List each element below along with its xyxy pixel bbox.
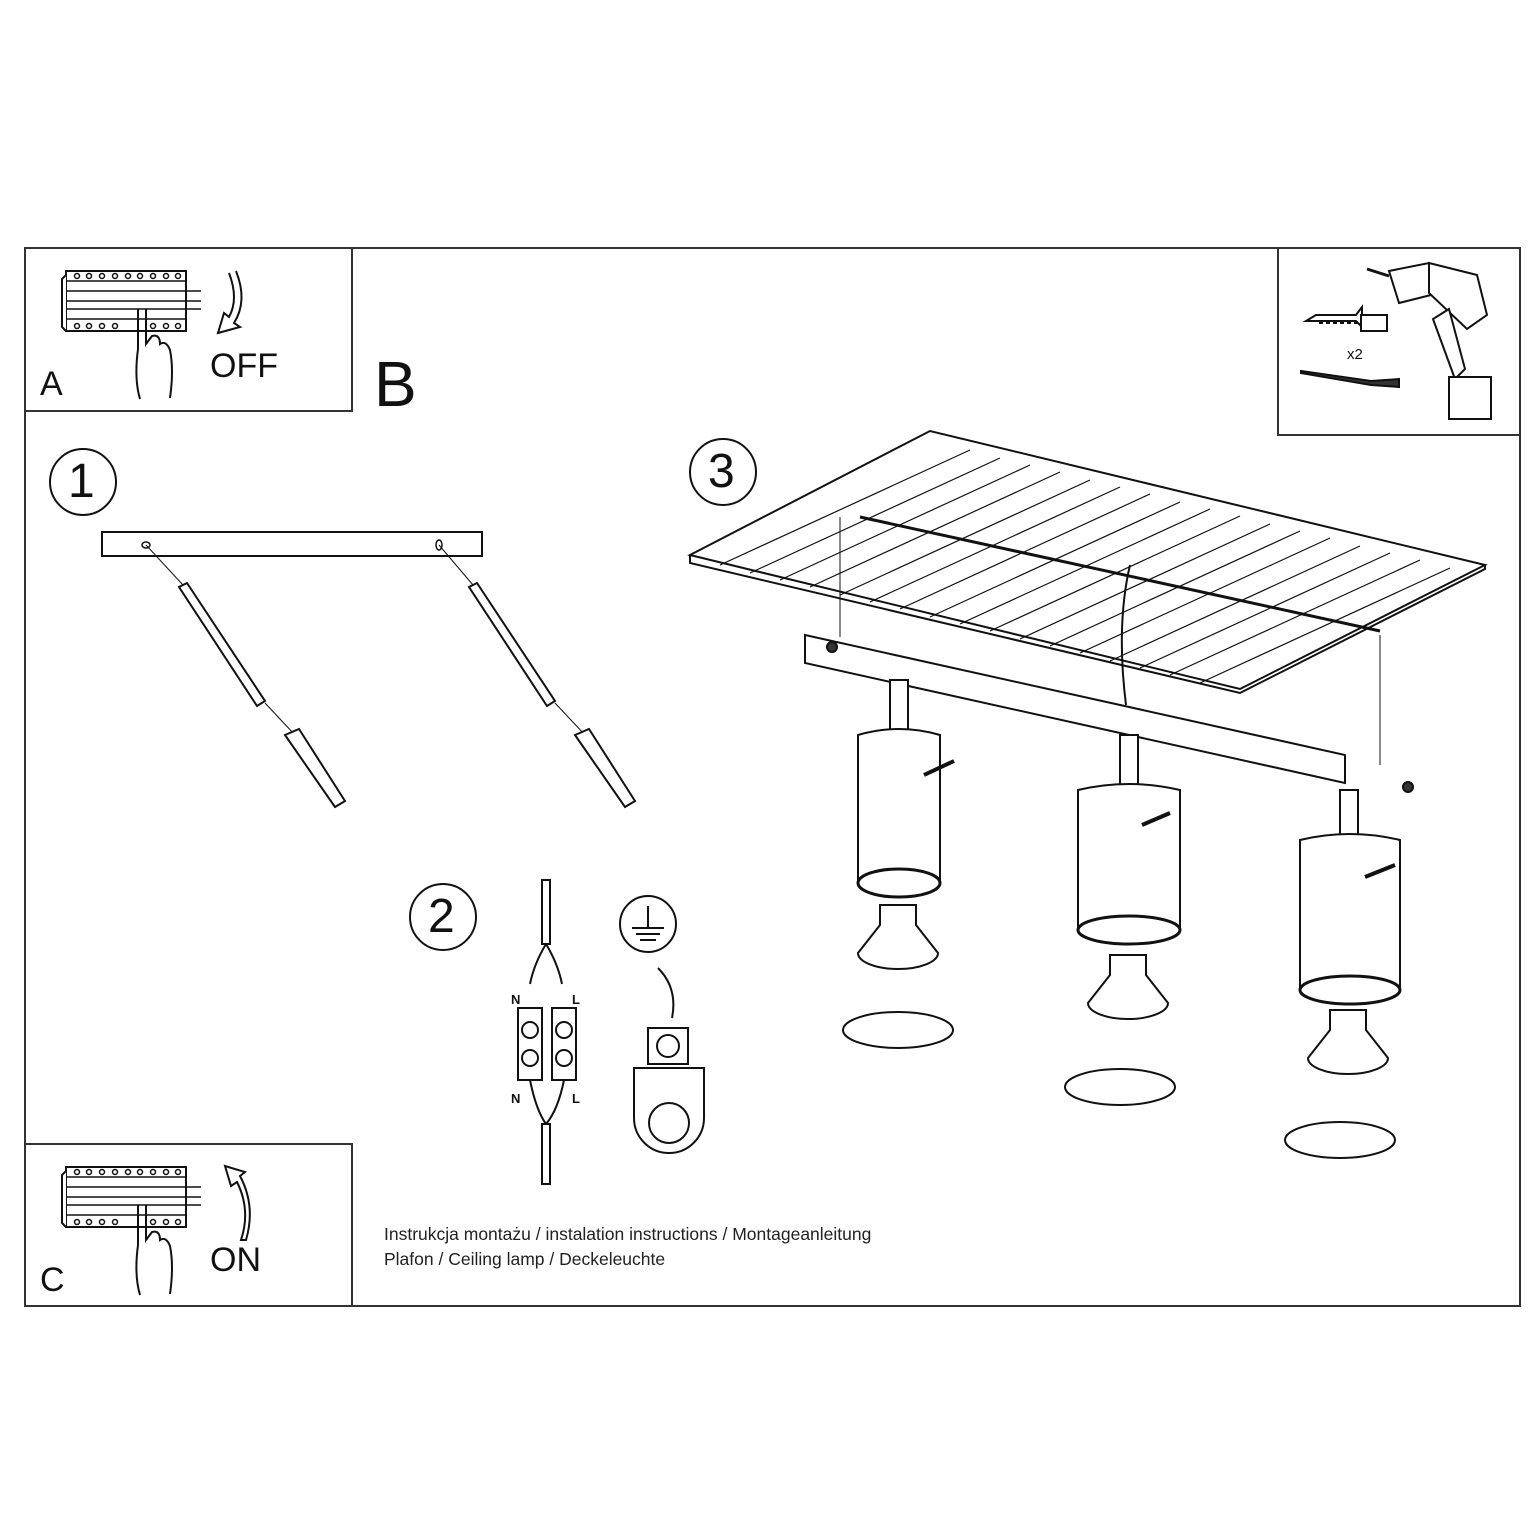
step-number-badge <box>409 883 477 951</box>
caption-line-1: Instrukcja montażu / instalation instruc… <box>384 1224 872 1244</box>
screw-icon <box>1300 369 1400 389</box>
instruction-sheet-frame <box>24 247 1521 1307</box>
tools-illustration <box>1300 261 1492 420</box>
step-1-number: 1 <box>68 455 95 508</box>
terminal-label-bottom-right: L <box>572 1091 580 1106</box>
step-number-badge <box>49 448 117 516</box>
panel-a-action: OFF <box>210 347 278 385</box>
drill-icon <box>1366 261 1492 420</box>
circuit-breaker-icon <box>61 1164 251 1296</box>
ceiling-lamp-illustration <box>687 429 1488 1159</box>
terminal-label-top-right: L <box>572 992 580 1007</box>
wiring-illustration <box>517 879 705 1185</box>
arrow-down-icon <box>216 270 243 335</box>
terminal-label-top-left: N <box>511 992 521 1007</box>
tools-panel: x2 <box>1277 247 1521 436</box>
bracket-screws-illustration <box>101 531 637 809</box>
circuit-breaker-icon <box>61 270 243 400</box>
instruction-caption: Instrukcja montażu / instalation instruc… <box>384 1222 871 1272</box>
wall-plug-icon <box>1302 304 1388 332</box>
caption-line-2: Plafon / Ceiling lamp / Deckeleuchte <box>384 1249 666 1269</box>
quantity-label: x2 <box>1347 346 1363 363</box>
panel-a-power-off: A OFF <box>24 247 353 412</box>
step-3-number: 3 <box>708 445 735 498</box>
step-number-badge <box>689 438 757 506</box>
panel-c-power-on: C ON <box>24 1143 353 1307</box>
panel-b-letter: B <box>374 348 417 420</box>
panel-c-letter: C <box>40 1261 65 1299</box>
panel-c-action: ON <box>210 1241 261 1279</box>
arrow-up-icon <box>223 1164 251 1241</box>
terminal-label-bottom-left: N <box>511 1091 521 1106</box>
panel-a-letter: A <box>40 365 63 403</box>
step-2-number: 2 <box>428 890 455 943</box>
